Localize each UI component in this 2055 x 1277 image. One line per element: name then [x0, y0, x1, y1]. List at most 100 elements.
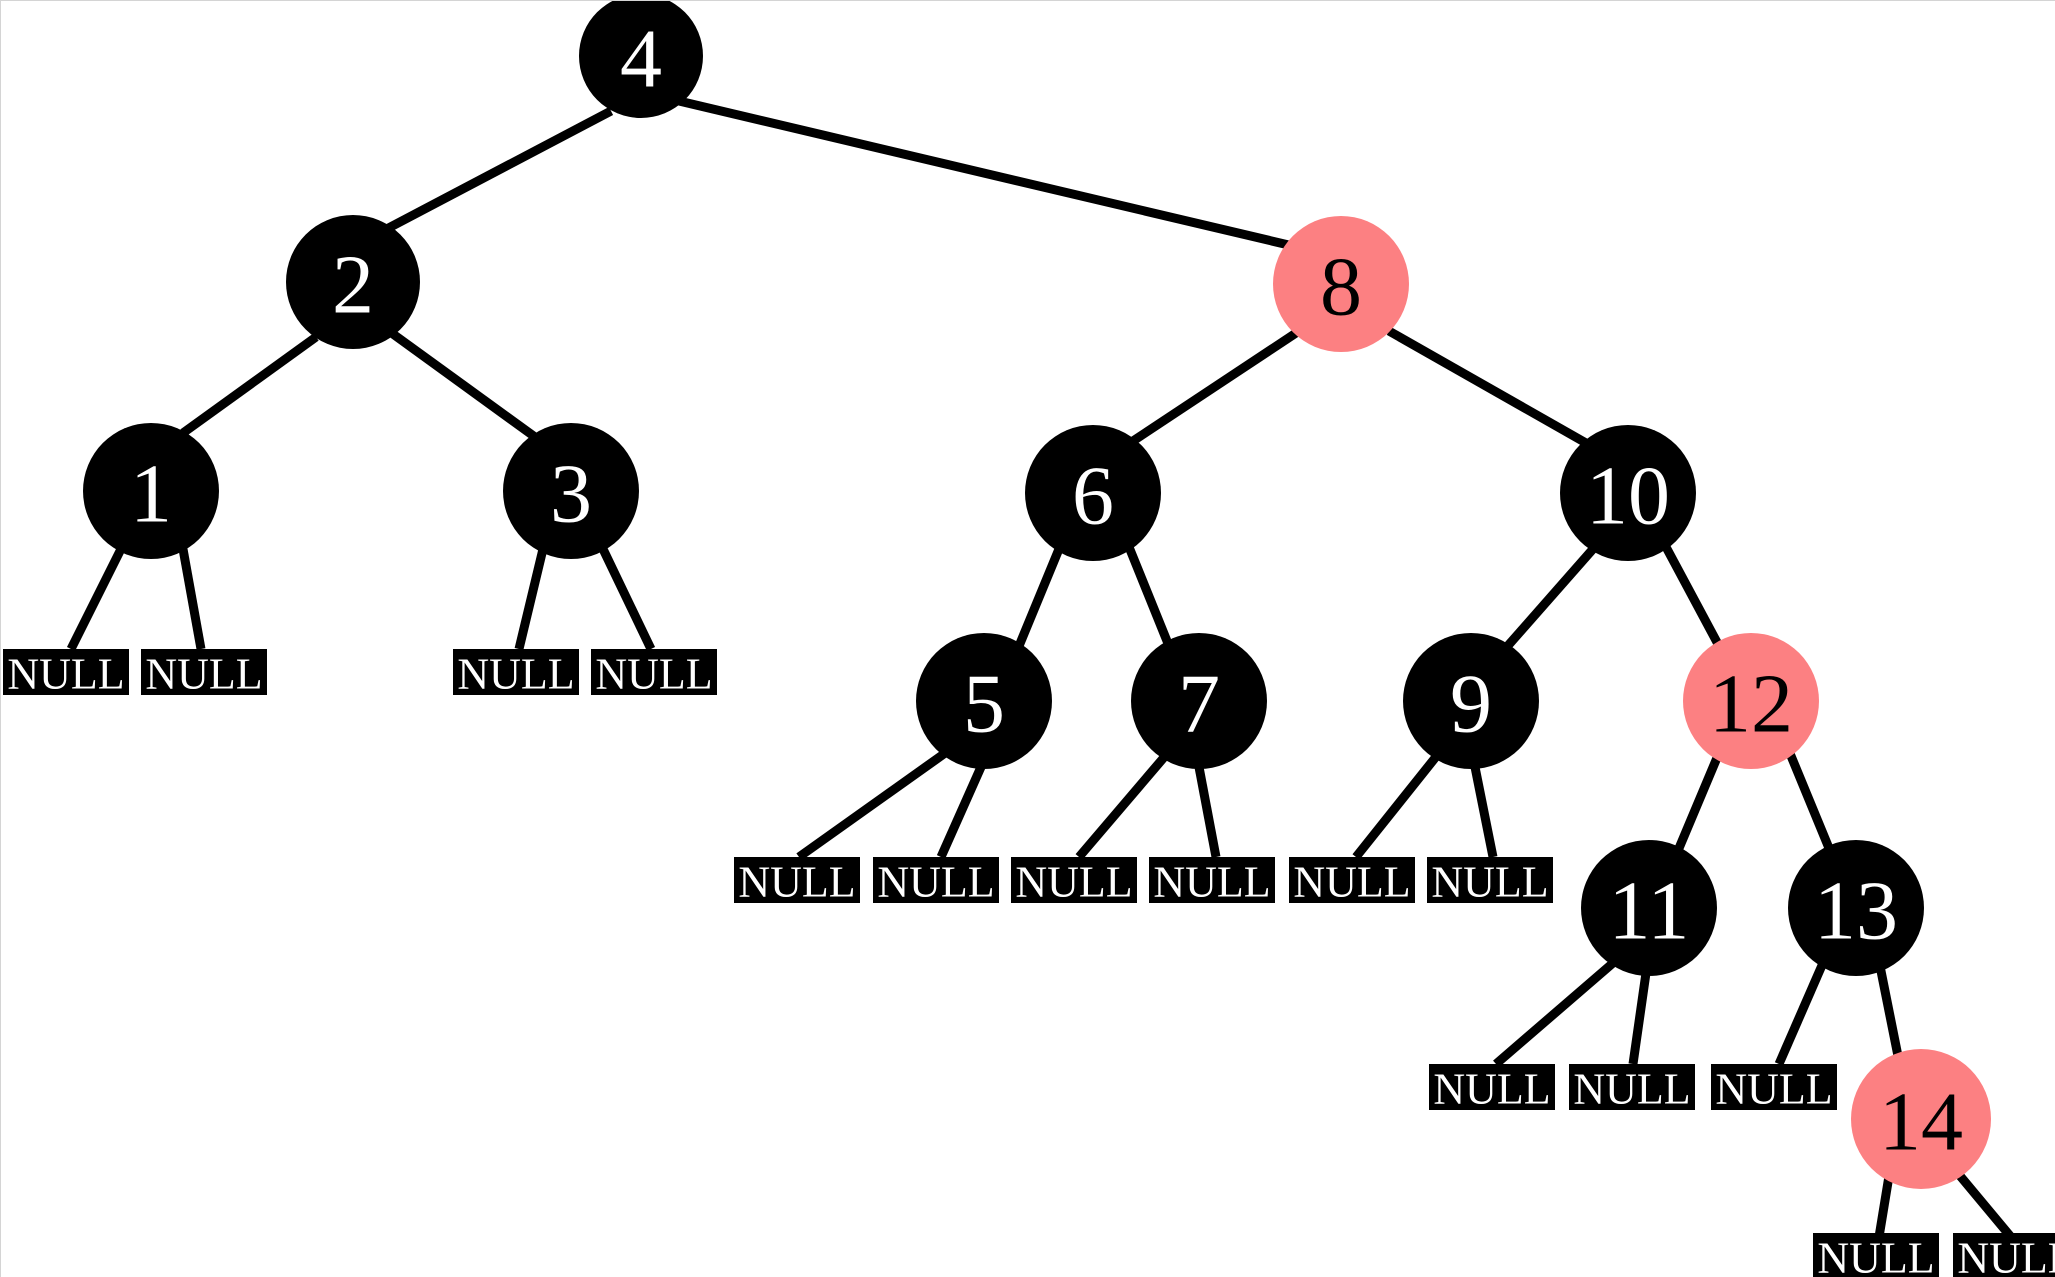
- tree-edge-n3-u3: [514, 547, 548, 651]
- tree-node-14[interactable]: 14: [1851, 1049, 1991, 1189]
- null-leaf-label: NULL: [1153, 858, 1270, 907]
- tree-node-13[interactable]: 13: [1788, 840, 1924, 976]
- null-leaf-label: NULL: [1293, 858, 1410, 907]
- tree-edge-n4-n8: [677, 96, 1295, 251]
- null-leaf-box: [1813, 1233, 1939, 1277]
- tree-edge-n6-n7: [1124, 545, 1174, 648]
- tree-node-2[interactable]: 2: [286, 215, 420, 349]
- null-leaf[interactable]: NULL: [453, 649, 579, 699]
- null-leaf-box: [141, 649, 267, 695]
- tree-edge-n2-n1: [180, 333, 319, 437]
- tree-edge-n12-n13: [1784, 749, 1836, 855]
- tree-node-7[interactable]: 7: [1131, 633, 1267, 769]
- tree-edge-n14-u14: [1874, 1175, 1894, 1238]
- null-leaf[interactable]: NULL: [1711, 1064, 1837, 1114]
- tree-node-label: 13: [1814, 865, 1898, 958]
- null-leaves-layer: NULL NULL NULL NULL NULL NULL NULL NULL NULL NULL…: [3, 649, 2055, 1277]
- tree-node-circle-black: [1025, 425, 1161, 561]
- tree-edge-n13-n14: [1874, 960, 1904, 1062]
- edges-layer: [66, 96, 2015, 1240]
- null-leaf[interactable]: NULL: [1953, 1233, 2055, 1277]
- null-leaf[interactable]: NULL: [1427, 857, 1553, 907]
- tree-node-circle-black: [1581, 840, 1717, 976]
- tree-node-9[interactable]: 9: [1403, 633, 1539, 769]
- null-leaf-label: NULL: [1573, 1065, 1690, 1114]
- tree-edge-n8-n6: [1130, 329, 1299, 445]
- tree-edge-n9-u10: [1470, 766, 1498, 858]
- tree-node-label: 10: [1586, 450, 1670, 543]
- tree-node-12[interactable]: 12: [1683, 633, 1819, 769]
- tree-node-label: 5: [963, 658, 1005, 751]
- tree-edge-n7-u7: [1075, 752, 1170, 860]
- tree-node-label: 3: [550, 448, 592, 541]
- null-leaf-box: [1569, 1064, 1695, 1110]
- tree-node-circle-black: [83, 423, 219, 559]
- tree-edge-n1-u1: [66, 546, 126, 652]
- tree-node-1[interactable]: 1: [83, 423, 219, 559]
- tree-node-label: 9: [1450, 658, 1492, 751]
- tree-edge-n8-n10: [1386, 327, 1589, 447]
- tree-edge-n14-u15: [1952, 1168, 2015, 1240]
- null-leaf-box: [1289, 857, 1415, 903]
- tree-node-circle-red: [1273, 216, 1409, 352]
- null-leaf[interactable]: NULL: [1149, 857, 1275, 907]
- null-leaf[interactable]: NULL: [1429, 1064, 1555, 1114]
- tree-edge-n1-u2: [178, 548, 206, 650]
- null-leaf[interactable]: NULL: [873, 857, 999, 907]
- tree-node-circle-black: [1403, 633, 1539, 769]
- null-leaf-label: NULL: [145, 650, 262, 699]
- tree-edge-n7-u8: [1194, 766, 1221, 858]
- null-leaf-box: [591, 649, 717, 695]
- tree-edge-n3-u4: [598, 547, 656, 651]
- tree-edge-n13-u13: [1774, 961, 1828, 1066]
- null-leaf[interactable]: NULL: [1289, 857, 1415, 907]
- null-leaf-box: [1149, 857, 1275, 903]
- tree-edge-n12-n11: [1672, 751, 1724, 855]
- null-leaf-label: NULL: [1957, 1234, 2055, 1277]
- tree-node-circle-black: [916, 633, 1052, 769]
- tree-node-label: 1: [130, 448, 172, 541]
- tree-edge-n5-u6: [936, 765, 986, 859]
- null-leaf-label: NULL: [595, 650, 712, 699]
- tree-node-circle-red: [1683, 633, 1819, 769]
- tree-edge-n9-u9: [1352, 750, 1443, 860]
- tree-node-11[interactable]: 11: [1581, 840, 1717, 976]
- tree-node-circle-black: [1560, 425, 1696, 561]
- null-leaf[interactable]: NULL: [591, 649, 717, 699]
- null-leaf-box: [873, 857, 999, 903]
- null-leaf[interactable]: NULL: [1813, 1233, 1939, 1277]
- tree-node-label: 14: [1879, 1076, 1963, 1169]
- null-leaf-label: NULL: [738, 858, 855, 907]
- null-leaf[interactable]: NULL: [141, 649, 267, 699]
- null-leaf-label: NULL: [1433, 1065, 1550, 1114]
- null-leaf[interactable]: NULL: [3, 649, 129, 699]
- tree-node-label: 2: [332, 239, 374, 332]
- null-leaf-box: [1011, 857, 1137, 903]
- null-leaf-box: [1711, 1064, 1837, 1110]
- tree-node-label: 7: [1178, 658, 1220, 751]
- tree-node-6[interactable]: 6: [1025, 425, 1161, 561]
- tree-node-3[interactable]: 3: [503, 423, 639, 559]
- tree-node-10[interactable]: 10: [1560, 425, 1696, 561]
- tree-node-8[interactable]: 8: [1273, 216, 1409, 352]
- null-leaf[interactable]: NULL: [1569, 1064, 1695, 1114]
- null-leaf[interactable]: NULL: [1011, 857, 1137, 907]
- tree-node-circle-black: [579, 1, 703, 118]
- tree-node-5[interactable]: 5: [916, 633, 1052, 769]
- tree-node-4[interactable]: 4: [579, 1, 703, 118]
- null-leaf-label: NULL: [7, 650, 124, 699]
- null-leaf-label: NULL: [457, 650, 574, 699]
- tree-edge-n11-u11: [1493, 959, 1616, 1068]
- tree-node-circle-red: [1851, 1049, 1991, 1189]
- null-leaf-box: [3, 649, 129, 695]
- tree-edge-n2-n3: [390, 330, 538, 441]
- tree-node-circle-black: [1131, 633, 1267, 769]
- null-leaf[interactable]: NULL: [734, 857, 860, 907]
- tree-node-circle-black: [503, 423, 639, 559]
- null-leaf-label: NULL: [1431, 858, 1548, 907]
- tree-edge-n10-n9: [1501, 546, 1597, 652]
- tree-node-label: 6: [1072, 450, 1114, 543]
- null-leaf-label: NULL: [1015, 858, 1132, 907]
- null-leaf-box: [734, 857, 860, 903]
